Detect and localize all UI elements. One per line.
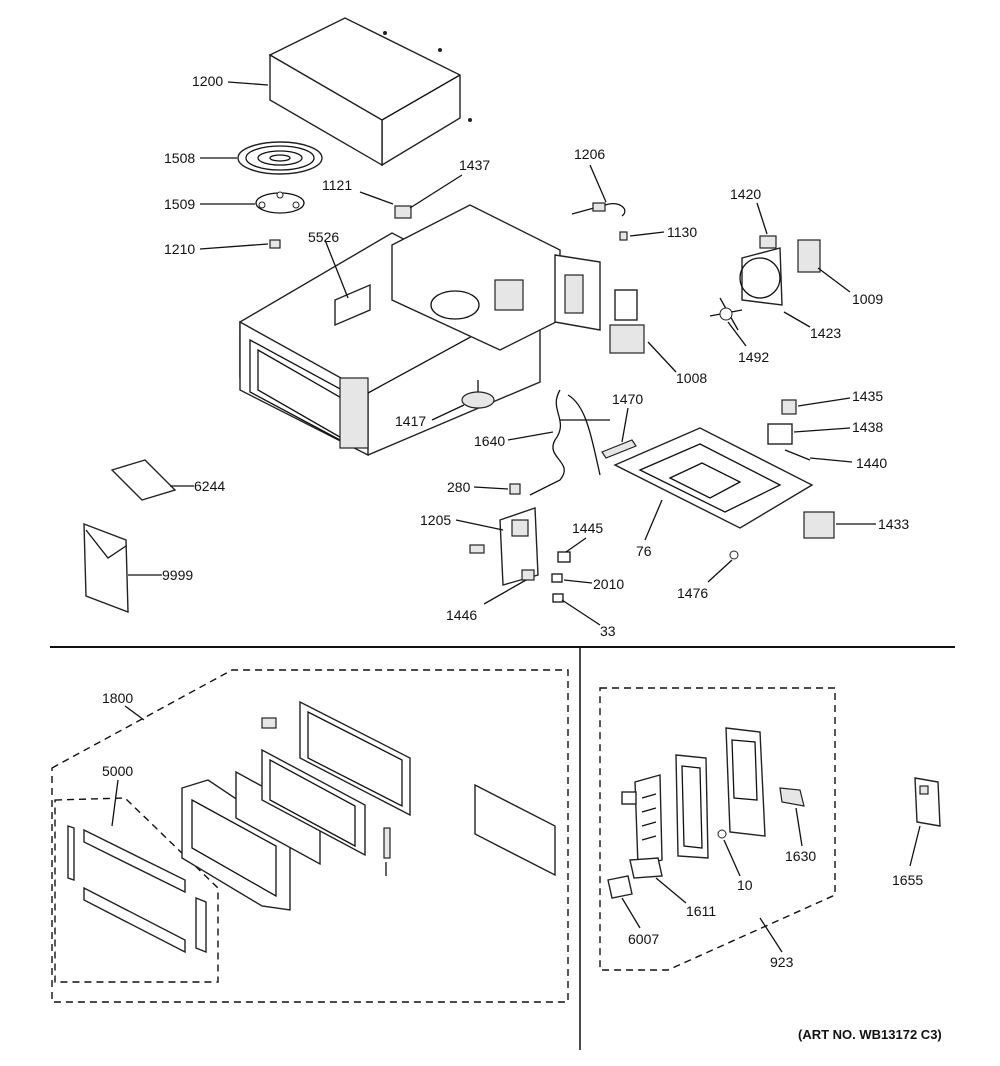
label-1492: 1492 bbox=[738, 349, 769, 365]
control-frame-part bbox=[675, 754, 709, 859]
label-923: 923 bbox=[770, 954, 794, 970]
label-1206: 1206 bbox=[574, 146, 605, 162]
label-1008: 1008 bbox=[676, 370, 707, 386]
label-1205: 1205 bbox=[420, 512, 451, 528]
label-1417: 1417 bbox=[395, 413, 426, 429]
label-1800: 1800 bbox=[102, 690, 133, 706]
label-1009: 1009 bbox=[852, 291, 883, 307]
control-board-part bbox=[607, 829, 727, 899]
label-5000: 5000 bbox=[102, 763, 133, 779]
control-panel-kit bbox=[599, 687, 836, 971]
owners-manual-part bbox=[83, 522, 129, 614]
label-2010: 2010 bbox=[593, 576, 624, 592]
screw-280-part bbox=[509, 483, 521, 495]
label-1437: 1437 bbox=[459, 157, 490, 173]
base-plate-part bbox=[613, 427, 814, 529]
label-1438: 1438 bbox=[852, 419, 883, 435]
label-280: 280 bbox=[447, 479, 471, 495]
transformer-part bbox=[803, 511, 835, 539]
label-1630: 1630 bbox=[785, 848, 816, 864]
label-1420: 1420 bbox=[730, 186, 761, 202]
circuit-board-part bbox=[914, 777, 941, 827]
roller-ring-part bbox=[255, 191, 305, 214]
label-1509: 1509 bbox=[164, 196, 195, 212]
label-1508: 1508 bbox=[164, 150, 195, 166]
keypad-part bbox=[621, 774, 663, 867]
door-panel-part bbox=[261, 748, 366, 857]
foot-part bbox=[729, 550, 739, 560]
label-76: 76 bbox=[636, 543, 652, 559]
control-housing-part bbox=[725, 727, 766, 837]
wire-harness-part bbox=[529, 389, 610, 496]
cover-plate-part bbox=[334, 283, 371, 327]
literature-packet-part bbox=[110, 459, 177, 501]
oven-cavity-part bbox=[391, 204, 601, 351]
door-frame-part bbox=[181, 779, 291, 911]
label-1423: 1423 bbox=[810, 325, 841, 341]
door-assembly-kit bbox=[51, 669, 569, 1003]
outer-case-part bbox=[268, 17, 472, 167]
label-5526: 5526 bbox=[308, 229, 339, 245]
door-outer-part bbox=[299, 700, 411, 817]
label-1440: 1440 bbox=[856, 455, 887, 471]
capacitor-part bbox=[767, 399, 811, 461]
label-1435: 1435 bbox=[852, 388, 883, 404]
turntable-motor-part bbox=[461, 380, 495, 409]
label-10: 10 bbox=[737, 877, 753, 893]
label-1611: 1611 bbox=[686, 903, 716, 919]
door-hinge-part bbox=[261, 717, 391, 876]
label-1445: 1445 bbox=[572, 520, 603, 536]
label-6007: 6007 bbox=[628, 931, 659, 947]
magnetron-part bbox=[609, 289, 645, 354]
label-33: 33 bbox=[600, 623, 616, 639]
door-choke-part bbox=[67, 825, 207, 954]
label-1476: 1476 bbox=[677, 585, 708, 601]
turntable-part bbox=[237, 141, 323, 175]
thermal-cable-part bbox=[571, 202, 626, 217]
label-1121: 1121 bbox=[322, 177, 352, 193]
label-1130: 1130 bbox=[667, 224, 697, 240]
label-1200: 1200 bbox=[192, 73, 223, 89]
label-1210: 1210 bbox=[164, 241, 195, 257]
coupler-part bbox=[269, 239, 281, 249]
label-9999: 9999 bbox=[162, 567, 193, 583]
label-1433: 1433 bbox=[878, 516, 909, 532]
label-6244: 6244 bbox=[194, 478, 225, 494]
label-1655: 1655 bbox=[892, 872, 923, 888]
fan-motor-part bbox=[709, 235, 821, 331]
screw-1130-part bbox=[619, 231, 628, 241]
switch-bracket-part bbox=[394, 205, 412, 219]
base-bracket-part bbox=[601, 439, 637, 459]
latch-assembly-part bbox=[469, 507, 571, 603]
label-1470: 1470 bbox=[612, 391, 643, 407]
label-1446: 1446 bbox=[446, 607, 477, 623]
art-number: (ART NO. WB13172 C3) bbox=[798, 1027, 942, 1042]
door-film-part bbox=[474, 783, 556, 877]
label-1640: 1640 bbox=[474, 433, 505, 449]
control-bracket-part bbox=[779, 787, 805, 807]
